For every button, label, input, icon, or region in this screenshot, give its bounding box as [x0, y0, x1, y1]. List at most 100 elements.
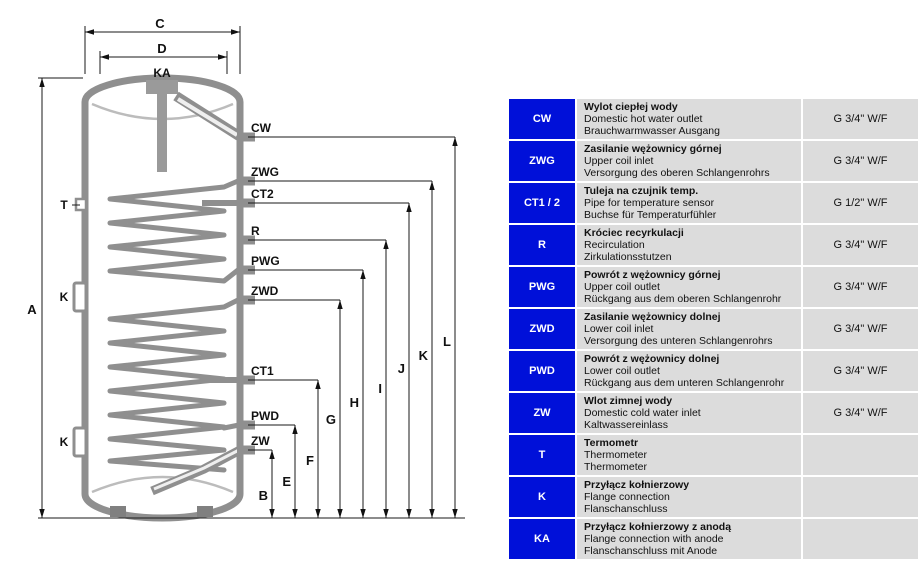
connection-name-pl: Powrót z wężownicy dolnej	[584, 353, 720, 365]
table-row: CW Wylot ciepłej wody Domestic hot water…	[507, 97, 920, 141]
connection-description: Przyłącz kołnierzowy Flange connection F…	[575, 475, 803, 519]
connection-size: G 3/4" W/F	[801, 391, 920, 435]
connection-name-en: Flange connection with anode	[584, 533, 724, 545]
lower-coil-outlet-link	[221, 422, 242, 431]
connection-name-pl: Przyłącz kołnierzowy z anodą	[584, 521, 732, 533]
table-row: T Termometr Thermometer Thermometer	[507, 433, 920, 477]
connection-name-de: Zirkulationsstutzen	[584, 251, 672, 263]
connection-name-en: Recirculation	[584, 239, 645, 251]
flange-upper	[72, 281, 88, 313]
dim-label-i: I	[378, 381, 382, 396]
dim-label-j: J	[398, 361, 405, 376]
connection-description: Zasilanie wężownicy górnej Upper coil in…	[575, 139, 803, 183]
dim-label-d: D	[157, 41, 166, 56]
connection-name-en: Pipe for temperature sensor	[584, 197, 715, 209]
connection-name-pl: Powrót z wężownicy górnej	[584, 269, 721, 281]
port-label-ka: KA	[153, 66, 171, 80]
port-label-pwg: PWG	[251, 254, 280, 268]
connection-name-pl: Przyłącz kołnierzowy	[584, 479, 690, 491]
connection-name-de: Kaltwassereinlass	[584, 419, 669, 431]
tank-foot	[197, 506, 213, 517]
connection-code: PWD	[507, 349, 577, 393]
connection-code: KA	[507, 517, 577, 561]
dim-label-f: F	[306, 453, 314, 468]
dim-label-l: L	[443, 334, 451, 349]
flange-lower	[72, 426, 88, 458]
port-label-t: T	[60, 198, 68, 212]
connection-description: Termometr Thermometer Thermometer	[575, 433, 803, 477]
table-row: PWG Powrót z wężownicy górnej Upper coil…	[507, 265, 920, 309]
table-row: ZW Wlot zimnej wody Domestic cold water …	[507, 391, 920, 435]
connection-name-pl: Zasilanie wężownicy dolnej	[584, 311, 721, 323]
dim-label-a: A	[27, 302, 37, 317]
port-label-cw: CW	[251, 121, 272, 135]
connection-name-de: Buchse für Temperaturfühler	[584, 209, 717, 221]
port-label-k-lower: K	[60, 435, 69, 449]
connection-name-en: Lower coil inlet	[584, 323, 654, 335]
connection-size: G 3/4" W/F	[801, 139, 920, 183]
connection-code: T	[507, 433, 577, 477]
dim-label-k: K	[419, 348, 429, 363]
port-label-pwd: PWD	[251, 409, 279, 423]
port-label-ct1: CT1	[251, 364, 274, 378]
connection-size: G 3/4" W/F	[801, 223, 920, 267]
connection-code: K	[507, 475, 577, 519]
connections-table: CW Wylot ciepłej wody Domestic hot water…	[507, 97, 920, 561]
connection-name-en: Lower coil outlet	[584, 365, 660, 377]
connection-name-pl: Króciec recyrkulacji	[584, 227, 684, 239]
connection-description: Zasilanie wężownicy dolnej Lower coil in…	[575, 307, 803, 351]
table-row: CT1 / 2 Tuleja na czujnik temp. Pipe for…	[507, 181, 920, 225]
port-label-zw: ZW	[251, 434, 270, 448]
anode-flange	[146, 80, 178, 172]
table-row: R Króciec recyrkulacji Recirculation Zir…	[507, 223, 920, 267]
dim-label-b: B	[259, 488, 268, 503]
connection-name-de: Rückgang aus dem oberen Schlangenrohr	[584, 293, 782, 305]
connection-name-pl: Termometr	[584, 437, 639, 449]
connection-description: Wylot ciepłej wody Domestic hot water ou…	[575, 97, 803, 141]
connection-name-de: Versorgung des unteren Schlangenrohrs	[584, 335, 773, 347]
lower-coil	[107, 297, 241, 473]
connection-code: CT1 / 2	[507, 181, 577, 225]
hot-water-pipe	[173, 91, 242, 141]
connection-name-en: Upper coil inlet	[584, 155, 654, 167]
upper-coil	[107, 178, 241, 284]
connection-name-pl: Wlot zimnej wody	[584, 395, 673, 407]
connection-description: Powrót z wężownicy dolnej Lower coil out…	[575, 349, 803, 393]
connection-name-de: Versorgung des oberen Schlangenrohrs	[584, 167, 770, 179]
table-row: ZWD Zasilanie wężownicy dolnej Lower coi…	[507, 307, 920, 351]
table-row: PWD Powrót z wężownicy dolnej Lower coil…	[507, 349, 920, 393]
connection-name-de: Thermometer	[584, 461, 648, 473]
port-label-zwd: ZWD	[251, 284, 279, 298]
connection-size: G 3/4" W/F	[801, 349, 920, 393]
port-label-r: R	[251, 224, 260, 238]
dimension-lines	[38, 26, 465, 519]
connection-name-de: Brauchwarmwasser Ausgang	[584, 125, 720, 137]
connection-name-en: Upper coil outlet	[584, 281, 660, 293]
connection-size: G 3/4" W/F	[801, 265, 920, 309]
port-label-ct2: CT2	[251, 187, 274, 201]
connection-size	[801, 517, 920, 561]
connection-size: G 1/2" W/F	[801, 181, 920, 225]
cold-water-pipe	[150, 446, 243, 496]
connection-name-en: Domestic hot water outlet	[584, 113, 703, 125]
connection-name-en: Thermometer	[584, 449, 648, 461]
connection-size	[801, 433, 920, 477]
connection-name-pl: Tuleja na czujnik temp.	[584, 185, 699, 197]
connection-code: ZW	[507, 391, 577, 435]
connection-code: ZWG	[507, 139, 577, 183]
tank-foot	[110, 506, 126, 517]
connection-name-de: Rückgang aus dem unteren Schlangenrohr	[584, 377, 785, 389]
table-row: KA Przyłącz kołnierzowy z anodą Flange c…	[507, 517, 920, 561]
connection-name-pl: Zasilanie wężownicy górnej	[584, 143, 722, 155]
dim-label-c: C	[155, 16, 165, 31]
connection-description: Wlot zimnej wody Domestic cold water inl…	[575, 391, 803, 435]
connection-size: G 3/4" W/F	[801, 307, 920, 351]
dim-label-e: E	[282, 474, 291, 489]
connection-description: Tuleja na czujnik temp. Pipe for tempera…	[575, 181, 803, 225]
tank-diagram: C D A L K J I H G F E B KA CW ZWG CT2 R …	[27, 16, 465, 522]
port-label-zwg: ZWG	[251, 165, 279, 179]
connection-description: Powrót z wężownicy górnej Upper coil out…	[575, 265, 803, 309]
port-label-k-upper: K	[60, 290, 69, 304]
connection-size: G 3/4" W/F	[801, 97, 920, 141]
